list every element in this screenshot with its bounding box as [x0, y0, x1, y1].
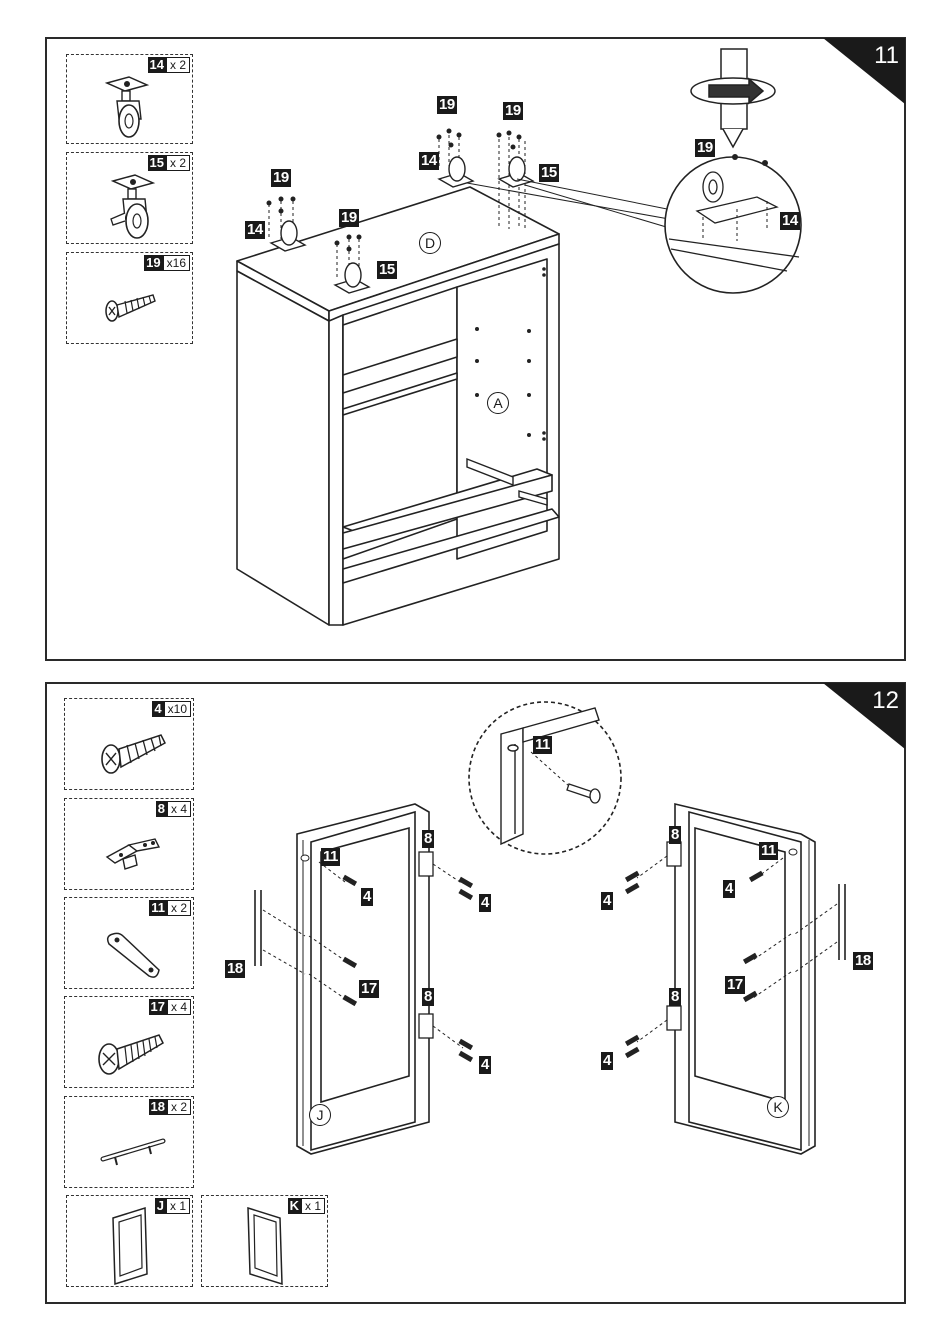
callout-4: 4 — [361, 888, 373, 906]
panel-label-j: J — [309, 1104, 331, 1126]
callout-18: 18 — [853, 952, 873, 970]
callout-4: 4 — [601, 892, 613, 910]
callout-18: 18 — [225, 960, 245, 978]
callout-14: 14 — [419, 152, 439, 170]
callout-11: 11 — [759, 842, 778, 860]
callout-17: 17 — [725, 976, 745, 994]
callout-8: 8 — [669, 826, 681, 844]
callout-19: 19 — [503, 102, 523, 120]
callout-19: 19 — [339, 209, 359, 227]
callout-17: 17 — [359, 980, 379, 998]
cabinet-illustration — [47, 39, 908, 663]
callout-4: 4 — [479, 1056, 491, 1074]
callout-11: 11 — [321, 848, 340, 866]
callout-15: 15 — [377, 261, 397, 279]
panel-label-k: K — [767, 1096, 789, 1118]
callout-11: 11 — [533, 736, 552, 754]
callout-4: 4 — [479, 894, 491, 912]
callout-8: 8 — [669, 988, 681, 1006]
callout-8: 8 — [422, 830, 434, 848]
callout-4: 4 — [723, 880, 735, 898]
callout-15: 15 — [539, 164, 559, 182]
callout-8: 8 — [422, 988, 434, 1006]
doors-illustration — [47, 684, 908, 1306]
callout-19: 19 — [271, 169, 291, 187]
callout-4: 4 — [601, 1052, 613, 1070]
callout-14: 14 — [780, 212, 800, 230]
panel-label-d: D — [419, 232, 441, 254]
panel-label-a: A — [487, 392, 509, 414]
callout-19: 19 — [695, 139, 715, 157]
callout-14: 14 — [245, 221, 265, 239]
callout-19: 19 — [437, 96, 457, 114]
